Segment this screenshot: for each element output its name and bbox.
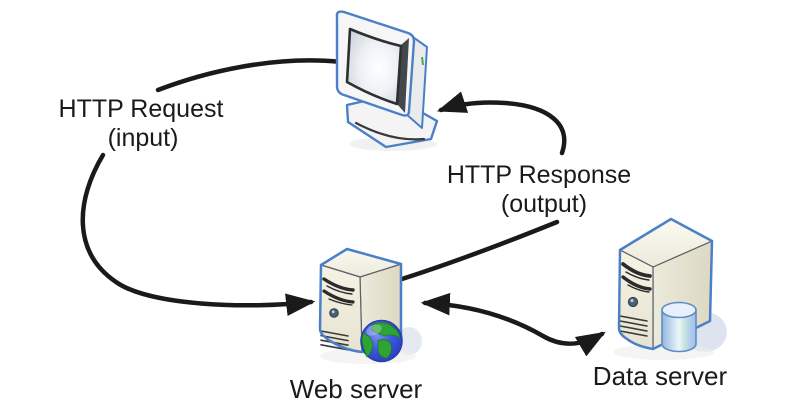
http-response-label-line2: (output) — [501, 190, 587, 218]
monitor-bezel-dark-band — [397, 38, 409, 113]
monitor-screen — [345, 27, 403, 106]
http-response-arrow-upper-segment — [436, 91, 567, 156]
web-server-drive-bays — [322, 277, 355, 306]
data-server-icon — [614, 217, 727, 360]
http-request-arrow-upper-segment — [155, 58, 344, 93]
data-link-arrow — [420, 292, 606, 357]
http-response-arrow — [399, 91, 567, 282]
web-server-outline — [318, 247, 403, 354]
client-monitor-icon — [335, 10, 439, 151]
http-request-label-line1: HTTP Request — [59, 95, 224, 123]
http-request-arrow — [80, 58, 344, 316]
monitor-power-led — [421, 56, 424, 66]
http-response-label-line1: HTTP Response — [447, 161, 631, 189]
data-server-drive-bays — [621, 262, 652, 293]
web-server-power-button — [329, 308, 339, 318]
web-server-icon — [318, 247, 422, 364]
web-server-label: Web server — [290, 374, 423, 404]
http-request-label-line2: (input) — [108, 124, 179, 152]
http-request-arrow-lower-segment — [80, 152, 316, 316]
data-server-vents — [619, 315, 648, 337]
database-cylinder-icon — [661, 301, 697, 353]
data-server-label: Data server — [593, 361, 728, 391]
http-response-arrow-lower-segment — [399, 219, 560, 282]
web-server-shadow — [396, 327, 422, 355]
monitor-base-front-edge — [354, 121, 426, 141]
globe-icon — [360, 319, 403, 363]
data-server-power-button-dot — [630, 299, 634, 303]
data-server-outline — [617, 217, 714, 351]
web-server-power-button-dot — [331, 310, 335, 314]
data-server-power-button — [627, 296, 639, 308]
